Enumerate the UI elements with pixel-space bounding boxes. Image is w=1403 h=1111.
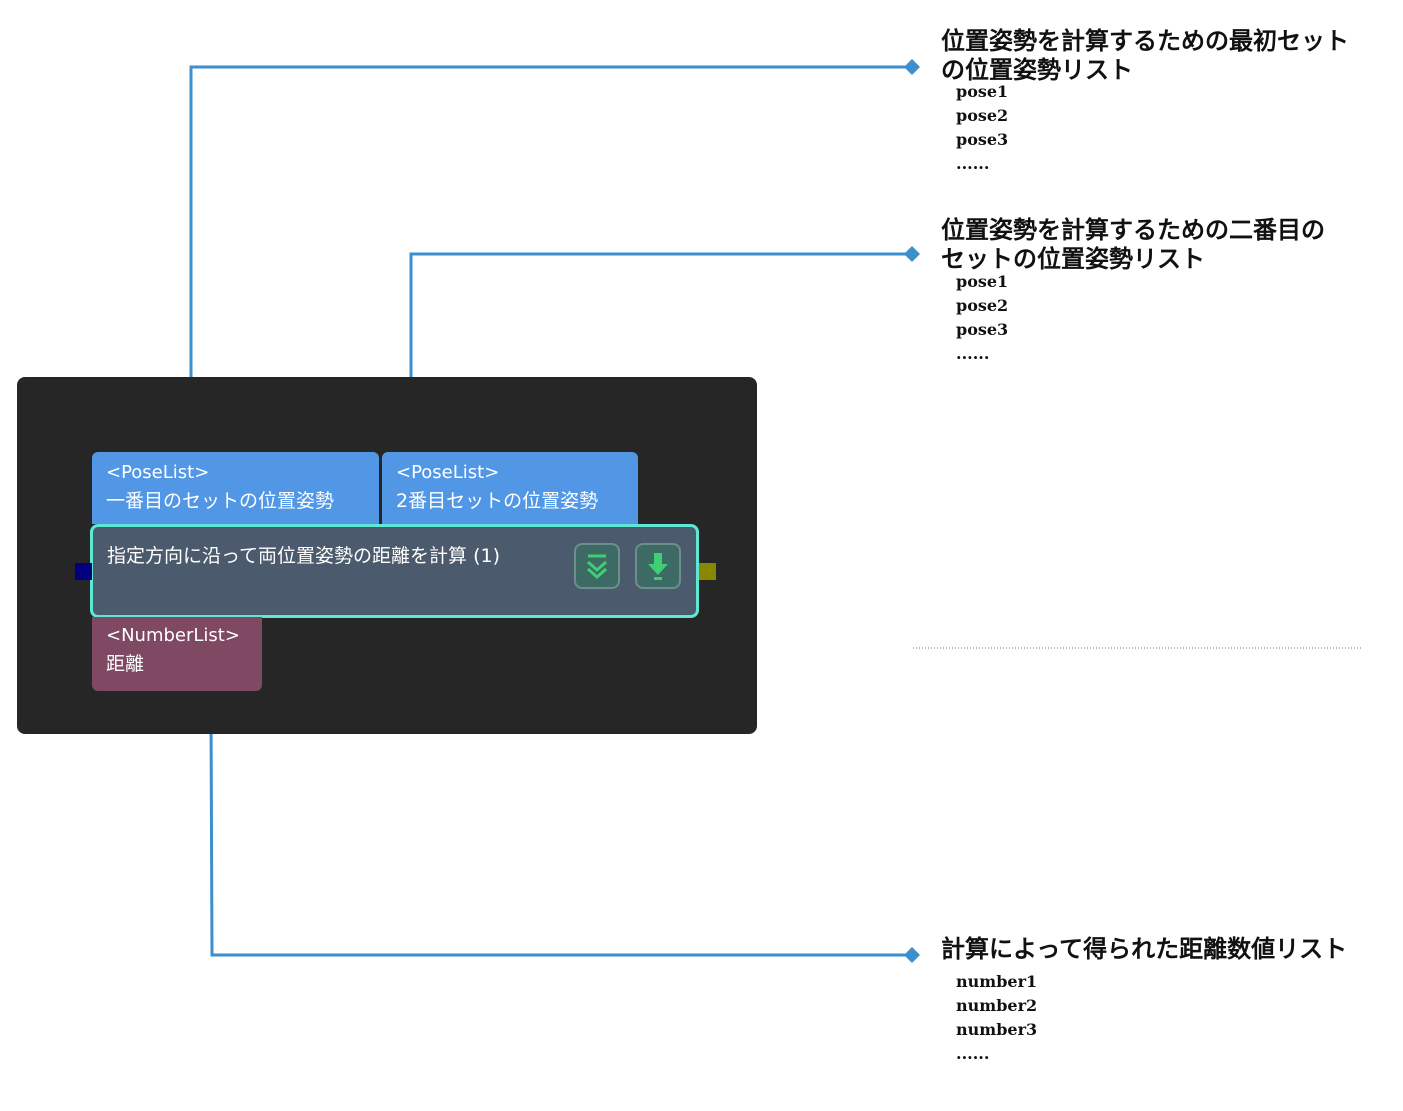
input-port-name: 2番目セットの位置姿勢 <box>396 490 599 512</box>
input-port-type: <PoseList> <box>106 462 210 483</box>
connector-line-input-1 <box>189 65 912 434</box>
step-title: 指定方向に沿って両位置姿勢の距離を計算 (1) <box>107 545 501 567</box>
double-chevron-down-icon <box>587 554 607 580</box>
input-port-second-pose-list[interactable]: <PoseList> 2番目セットの位置姿勢 <box>382 452 638 524</box>
input-port-type: <PoseList> <box>396 462 500 483</box>
step-output-connector[interactable] <box>699 563 716 580</box>
connector-end-marker <box>904 246 920 262</box>
annotation-list-output: number1 number2 number3 ...... <box>956 970 1037 1066</box>
list-item: ...... <box>956 344 990 363</box>
download-button[interactable] <box>635 543 681 589</box>
connector-end-marker <box>904 947 920 963</box>
connector-line-output-1 <box>209 710 912 957</box>
step-node[interactable]: 指定方向に沿って両位置姿勢の距離を計算 (1) <box>90 524 699 618</box>
annotation-title-first-input: 位置姿勢を計算するための最初セット の位置姿勢リスト <box>941 27 1349 84</box>
connector-line-input-2 <box>409 252 912 434</box>
list-item: number3 <box>956 1020 1038 1039</box>
download-arrow-icon <box>648 553 668 580</box>
list-item: pose2 <box>956 106 1009 125</box>
step-input-connector[interactable] <box>75 563 92 580</box>
list-item: ...... <box>956 1044 990 1063</box>
list-item: pose2 <box>956 296 1009 315</box>
annotation-title-second-input: 位置姿勢を計算するための二番目の セットの位置姿勢リスト <box>941 216 1325 273</box>
output-port-name: 距離 <box>106 653 145 675</box>
input-port-name: 一番目のセットの位置姿勢 <box>106 490 335 512</box>
list-item: pose3 <box>956 130 1009 149</box>
output-port-type: <NumberList> <box>106 625 240 646</box>
list-item: ...... <box>956 154 990 173</box>
list-item: pose1 <box>956 82 1009 101</box>
list-item: number2 <box>956 996 1038 1015</box>
input-port-first-pose-list[interactable]: <PoseList> 一番目のセットの位置姿勢 <box>92 452 379 524</box>
expand-button[interactable] <box>574 543 620 589</box>
output-port-distance-list[interactable]: <NumberList> 距離 <box>92 617 262 691</box>
annotation-title-output: 計算によって得られた距離数値リスト <box>941 935 1348 963</box>
connector-end-marker <box>904 59 920 75</box>
annotation-list-first-input: pose1 pose2 pose3 ...... <box>956 80 1008 176</box>
list-item: number1 <box>956 972 1038 991</box>
annotation-list-second-input: pose1 pose2 pose3 ...... <box>956 270 1008 366</box>
list-item: pose3 <box>956 320 1009 339</box>
list-item: pose1 <box>956 272 1009 291</box>
